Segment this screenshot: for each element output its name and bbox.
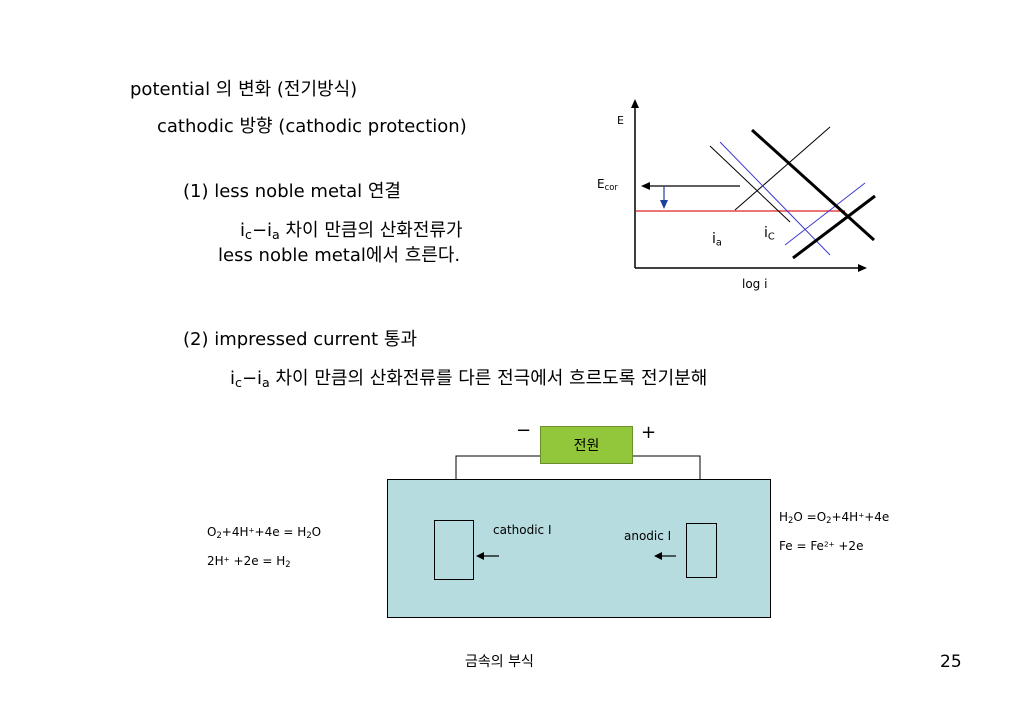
shift-arrowhead (660, 200, 668, 209)
ecor-label: Ecor (597, 177, 618, 193)
e-axis-label: E (617, 114, 624, 127)
cathode-reaction-1: O2+4H++4e = H2O (207, 525, 322, 541)
footer-title: 금속의 부식 (465, 654, 534, 670)
log-i-axis-label: log i (742, 277, 768, 291)
anodic-current-label: anodic I (624, 529, 672, 543)
method2-desc: ic−ia 차이 만큼의 산화전류를 다른 전극에서 흐르도록 전기분해 (230, 368, 708, 391)
cathodic-line (734, 126, 831, 211)
anode-reaction-1: H2O =O2+4H++4e (779, 510, 890, 526)
cathodic-current-arrowhead (476, 552, 484, 560)
cathode-reaction-2: 2H+ +2e = H2 (207, 554, 291, 570)
anodic-line (709, 145, 791, 223)
plus-terminal: + (641, 422, 657, 443)
heading-line1: potential 의 변화 (전기방식) (130, 79, 358, 100)
heading-line2: cathodic 방향 (cathodic protection) (157, 116, 467, 137)
cathodic-current-label: cathodic I (493, 523, 552, 537)
method1-title: (1) less noble metal 연결 (183, 181, 401, 202)
ia-label: ia (712, 231, 722, 249)
method1-desc-line2: less noble metal에서 흐른다. (218, 245, 461, 266)
method2-title: (2) impressed current 통과 (183, 329, 418, 350)
x-axis-arrowhead (858, 264, 867, 272)
method1-desc: ic−ia 차이 만큼의 산화전류가 (240, 220, 463, 243)
power-supply-label: 전원 (573, 438, 600, 454)
protected-anodic-line (750, 128, 876, 242)
minus-terminal: − (516, 420, 532, 441)
cathode-electrode (434, 520, 474, 580)
anode-reaction-2: Fe = Fe2+ +2e (779, 539, 864, 553)
y-axis-arrowhead (631, 99, 639, 108)
shifted-cathodic-line (784, 182, 866, 246)
protected-cathodic-line (792, 194, 876, 260)
anode-electrode (686, 523, 717, 578)
page-number: 25 (940, 652, 962, 672)
anodic-current-arrowhead (654, 552, 662, 560)
shifted-anodic-line (719, 141, 831, 256)
ic-label: iC (764, 225, 775, 243)
ecor-arrowhead (641, 182, 650, 190)
power-supply: 전원 (540, 426, 633, 464)
